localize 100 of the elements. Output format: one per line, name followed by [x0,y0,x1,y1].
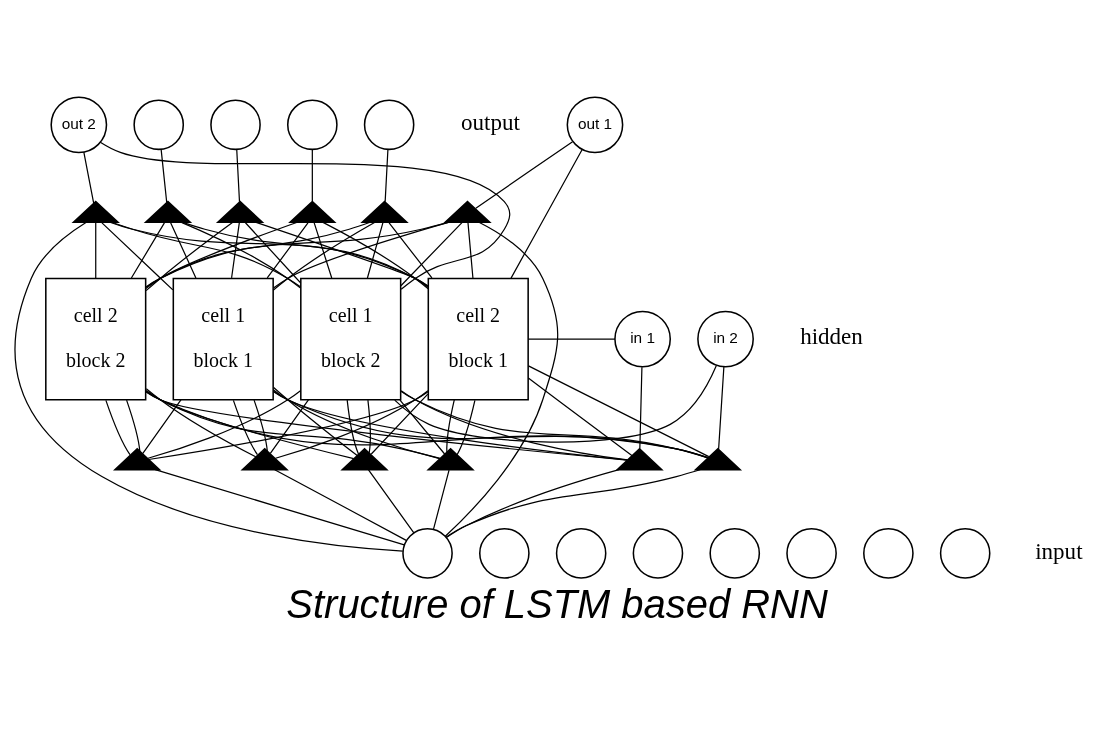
connector [272,390,628,461]
node-circle [786,527,837,579]
connector [145,387,257,457]
connector [145,389,355,459]
connector [147,389,302,459]
node-triangle [443,200,492,223]
connector [367,468,415,533]
node-triangle [288,200,337,223]
connector [253,399,268,452]
node-triangle [143,200,193,223]
connector [269,398,310,454]
connector [160,148,168,203]
connector [444,221,559,537]
node-circle [363,98,415,150]
connector [145,390,709,458]
node-circle [632,527,684,579]
connector [400,390,709,458]
connector [527,376,633,456]
node-triangle [426,447,475,470]
connector [125,399,141,452]
node-triangle [615,447,664,470]
node-box: cell 1 block 2 [300,277,402,401]
connector [346,399,360,455]
connector [99,141,511,290]
connector [142,398,182,454]
node-circle: in 1 [614,310,671,367]
node-box: cell 1 block 1 [172,277,274,401]
connector [366,221,384,279]
connector [456,399,476,455]
node-circle [863,527,914,579]
node-circle [402,527,453,579]
connector [370,393,429,455]
connector [467,221,474,279]
connector [154,468,405,545]
connector [446,398,455,453]
connector [400,221,463,286]
node-circle: out 1 [566,95,624,153]
node-triangle [693,447,743,470]
connector [445,468,701,538]
connector [394,364,717,443]
connector [145,221,449,288]
node-circle [479,527,530,579]
connector [14,221,404,552]
node-circle [555,527,607,579]
connector [105,399,131,455]
node-circle: in 2 [697,310,754,367]
connector [274,468,407,541]
connector [181,221,301,288]
node-circle [709,527,761,579]
node-circle [287,98,338,150]
label: input [1035,537,1083,564]
connector [232,399,259,455]
connector [475,140,574,209]
connector [527,337,616,340]
connector [230,221,240,279]
connector [272,221,376,291]
connector [313,221,333,279]
connector [145,221,371,288]
node-circle [939,527,991,579]
node-circle [133,98,185,150]
connector [272,390,709,458]
label: output [461,108,520,135]
connector [145,221,234,291]
connector [101,221,174,290]
connector [311,148,313,202]
connector [170,221,197,279]
connector [273,386,358,456]
connector [399,399,446,455]
connector [95,221,97,279]
connector [183,221,429,287]
connector [130,221,165,279]
connector [388,221,433,279]
node-triangle [113,447,162,470]
connector [445,468,620,538]
connector [527,364,710,457]
connector [510,148,583,279]
connector [639,366,643,449]
node-triangle [215,200,265,223]
connector [244,221,302,283]
node-box: cell 2 block 1 [427,277,529,401]
connector [110,221,429,286]
connector [255,221,429,288]
label: hidden [800,322,863,349]
connector [432,468,450,530]
node-circle: out 2 [50,95,108,153]
connector [718,365,725,450]
connector [83,151,95,204]
connector [266,221,309,279]
node-triangle [360,200,409,223]
node-triangle [240,447,289,470]
connector [145,221,298,289]
connector [367,398,371,454]
connector [384,148,389,202]
node-triangle [71,200,120,223]
node-box: cell 2 block 2 [45,277,147,401]
node-triangle [340,447,389,470]
node-circle [210,98,261,150]
connector [145,390,628,461]
connector [400,389,629,461]
connector [236,148,241,202]
